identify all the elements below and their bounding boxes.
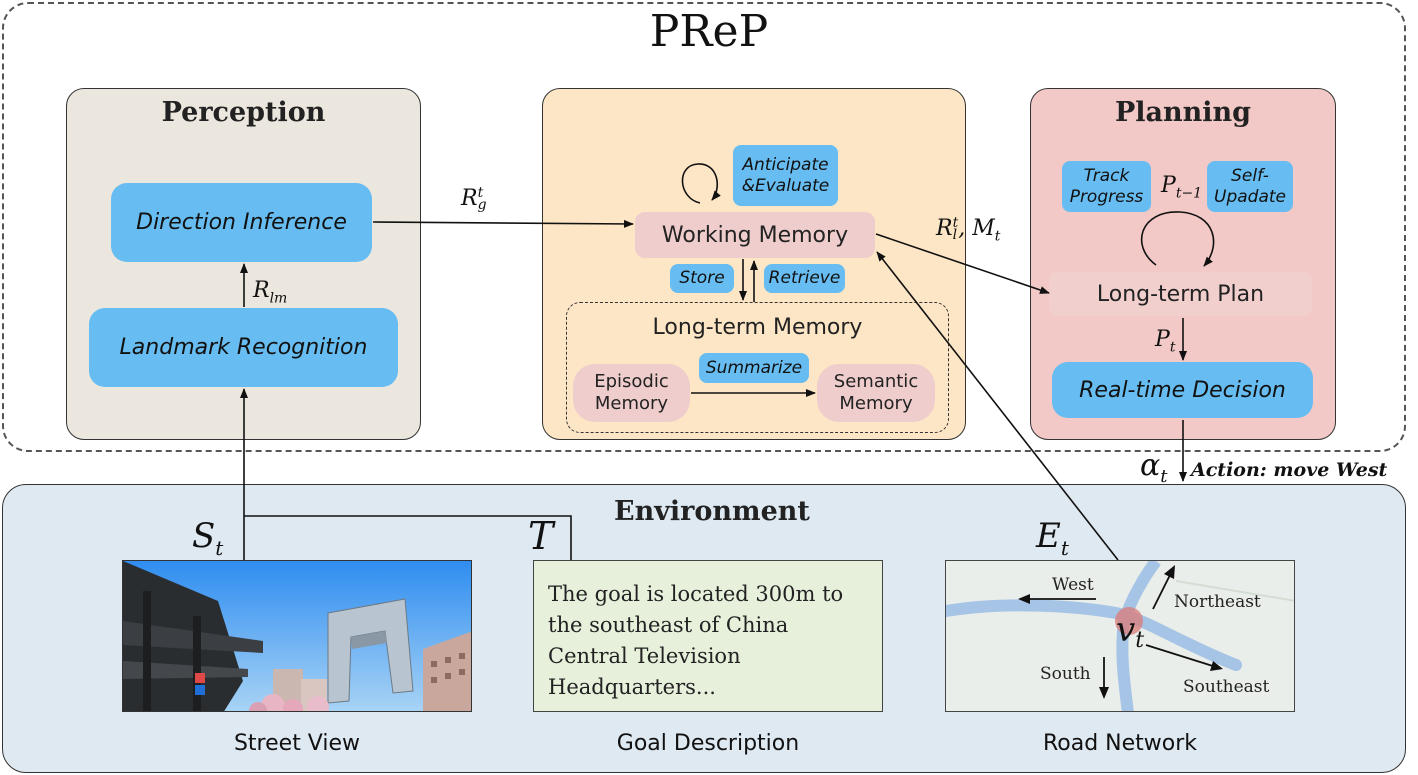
real-time-decision-box: Real-time Decision — [1052, 362, 1313, 418]
direction-inference-box: Direction Inference — [111, 183, 372, 262]
road-network-map: West Northeast South Southeast vt — [945, 560, 1295, 712]
road-northeast-label: Northeast — [1174, 592, 1261, 612]
environment-title: Environment — [614, 496, 810, 527]
road-south-label: South — [1040, 664, 1091, 684]
long-term-plan-box: Long-term Plan — [1049, 272, 1312, 316]
t-label: T — [528, 514, 554, 558]
landmark-recognition-box: Landmark Recognition — [89, 308, 398, 387]
store-label: Store — [670, 264, 734, 293]
street-view-caption: Street View — [233, 731, 361, 756]
street-view-image — [122, 560, 472, 712]
self-update-box: Self-Upadate — [1207, 161, 1293, 212]
r-lm-label: Rlm — [253, 278, 288, 307]
road-network-caption: Road Network — [1042, 731, 1198, 756]
road-southeast-label: Southeast — [1183, 677, 1270, 697]
goal-connector-line — [244, 515, 572, 560]
perception-title: Perception — [161, 97, 326, 128]
goal-description-box: The goal is located 300m to the southeas… — [533, 560, 883, 712]
road-west-label: West — [1052, 575, 1094, 595]
p-t-label: Pt — [1155, 327, 1176, 356]
road-network-illustration: West Northeast South Southeast vt — [946, 561, 1294, 711]
prep-frame — [2, 2, 1406, 452]
p-prev-label: Pt−1 — [1161, 173, 1203, 202]
diagram-title: PReP — [649, 6, 769, 57]
s-t-label: St — [192, 516, 224, 560]
long-term-memory-frame — [566, 302, 949, 433]
anticipate-loop-arrow — [681, 163, 721, 204]
retrieve-label: Retrieve — [764, 264, 845, 293]
plan-self-update-loop — [1140, 211, 1215, 267]
e-t-label: Et — [1036, 516, 1069, 560]
working-memory-box: Working Memory — [635, 212, 875, 258]
v-t-label: vt — [1116, 610, 1144, 653]
long-term-memory-title: Long-term Memory — [652, 314, 863, 340]
arrow-road-to-working-memory — [876, 251, 1119, 561]
arrow-direction-to-working-memory — [372, 219, 634, 228]
summarize-label: Summarize — [699, 353, 809, 383]
planning-title: Planning — [1114, 97, 1252, 128]
action-label: Action: move West — [1191, 459, 1388, 481]
anticipate-evaluate-box: Anticipate&Evaluate — [733, 145, 838, 206]
street-view-illustration — [123, 561, 471, 711]
arrow-working-to-plan — [875, 233, 1050, 294]
alpha-t-label: αt — [1140, 448, 1168, 487]
goal-description-caption: Goal Description — [616, 731, 800, 756]
